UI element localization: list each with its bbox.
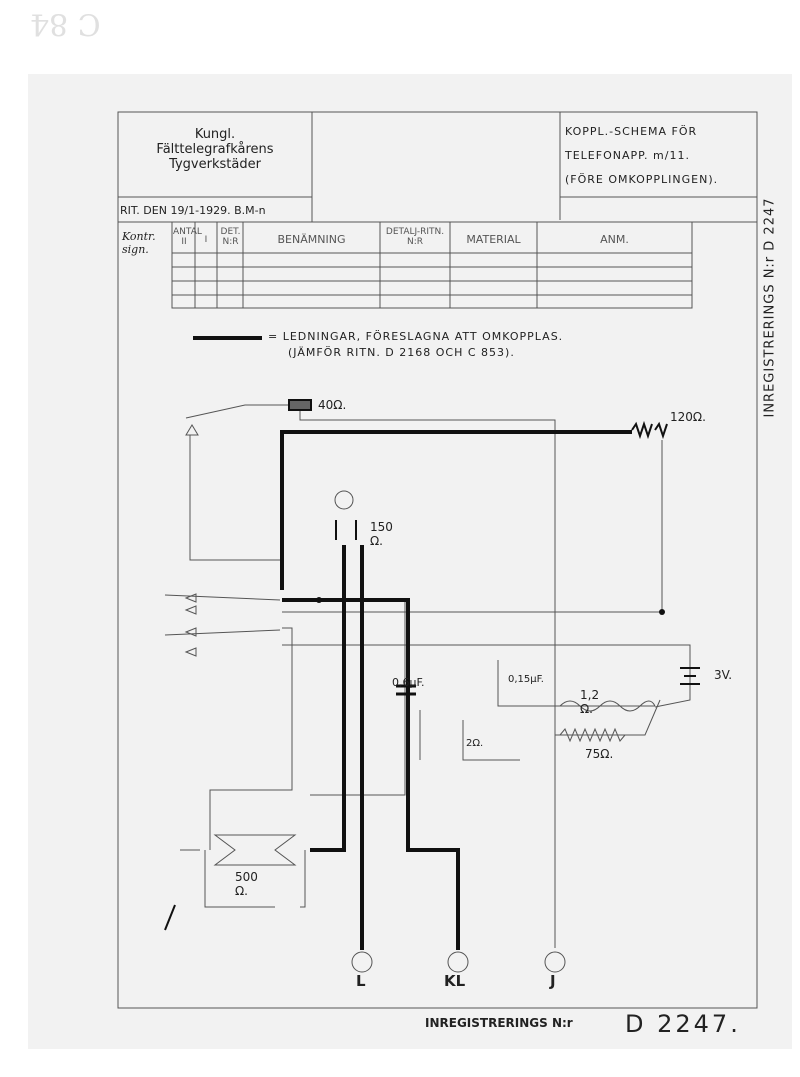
- label-r120: 120Ω.: [670, 410, 706, 424]
- col-header: I: [204, 235, 208, 245]
- bottom-registration-number: D 2247.: [625, 1010, 741, 1038]
- label-c06: 0,6μF.: [392, 676, 425, 689]
- title-line: (FÖRE OMKOPPLINGEN).: [565, 173, 719, 186]
- terminal-L: L: [356, 972, 366, 990]
- col-header: MATERIAL: [466, 233, 521, 246]
- label-r75: 75Ω.: [585, 747, 614, 761]
- col-header: DET. N:R: [220, 227, 241, 247]
- maker-line: Tygverkstäder: [169, 157, 261, 172]
- legend-text-2: (JÄMFÖR RITN. D 2168 OCH C 853).: [288, 346, 515, 359]
- label-battery: 3V.: [714, 668, 733, 682]
- col-header: DETALJ-RITN. N:R: [385, 227, 445, 247]
- label-r2: 2Ω.: [466, 738, 484, 749]
- drawing-title: KOPPL.-SCHEMA FÖR TELEFONAPP. m/11. (FÖR…: [565, 120, 718, 192]
- drawn-date: RIT. DEN 19/1-1929. B.M-n: [120, 204, 266, 217]
- maker-line: Fälttelegrafkårens: [156, 142, 274, 157]
- parts-table: [171, 221, 693, 309]
- bottom-registration-label: INREGISTRERINGS N:r: [425, 1016, 573, 1030]
- col-header: ANM.: [600, 233, 629, 246]
- drawing-sheet: [28, 74, 792, 1049]
- legend-text-1: = LEDNINGAR, FÖRESLAGNA ATT OMKOPPLAS.: [268, 330, 564, 343]
- label-r500: 500 Ω.: [235, 870, 258, 898]
- terminal-KL: KL: [444, 972, 466, 990]
- label-r150: 150 Ω.: [370, 520, 393, 548]
- title-line: KOPPL.-SCHEMA FÖR: [565, 125, 698, 138]
- side-registration: INREGISTRERINGS N:r D 2247: [762, 197, 778, 418]
- maker-block: Kungl. Fälttelegrafkårens Tygverkstäder: [118, 127, 312, 172]
- col-header: ANTAL II: [173, 227, 202, 247]
- label-c015: 0,15μF.: [508, 674, 544, 685]
- control-signature: Kontr. sign.: [122, 230, 156, 256]
- maker-line: Kungl.: [194, 127, 236, 142]
- title-line: TELEFONAPP. m/11.: [565, 149, 690, 162]
- terminal-J: J: [550, 972, 556, 990]
- col-header: BENÄMNING: [277, 233, 346, 246]
- label-r40: 40Ω.: [318, 398, 347, 412]
- drawing-frame: [117, 111, 758, 1009]
- label-r12: 1,2 Ω.: [580, 688, 600, 716]
